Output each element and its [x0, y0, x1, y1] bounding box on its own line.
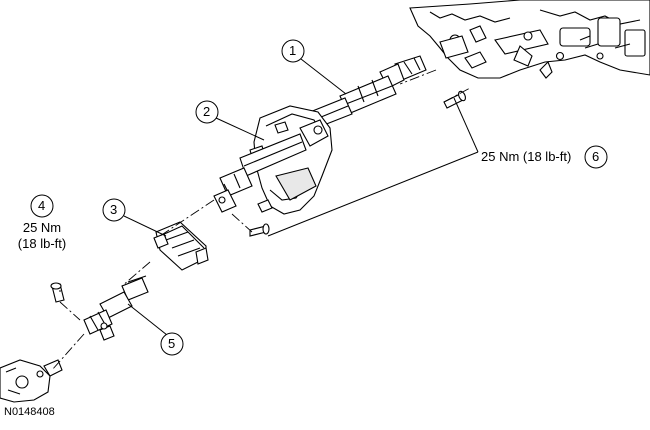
- bolt-item-4: [50, 282, 65, 303]
- steering-gear-input: [0, 359, 63, 403]
- torque-label-4: 25 Nm (18 lb-ft): [12, 220, 72, 252]
- bolt-lower: [249, 223, 270, 237]
- callout-circle-6: [584, 145, 608, 169]
- callout-circle-5: [160, 332, 184, 356]
- callout-circle-3: [102, 198, 126, 222]
- callout-circle-4: [30, 194, 54, 218]
- callout-number-4: 4: [38, 198, 46, 213]
- bolt-upper: [443, 90, 466, 109]
- middle-coupling: [153, 221, 209, 271]
- callout-number-6: 6: [592, 149, 600, 164]
- callout-circle-2: [195, 100, 219, 124]
- upper-intermediate-shaft: [299, 75, 397, 133]
- torque-label-4-nm: 25 Nm: [22, 220, 62, 235]
- callout-circle-1: [281, 39, 305, 63]
- callout-circles: [30, 39, 608, 356]
- centerline: [51, 69, 471, 371]
- torque-label-4-lbft: (18 lb-ft): [17, 236, 67, 251]
- column-housing-assembly: [409, 0, 650, 79]
- lower-intermediate-shaft: [83, 275, 149, 341]
- torque-label-6: 25 Nm (18 lb-ft): [481, 149, 572, 164]
- lower-universal-joint: [213, 133, 307, 213]
- leader-lines: [59, 58, 479, 336]
- callout-number-3: 3: [110, 202, 118, 217]
- figure-code: N0148408: [4, 406, 55, 418]
- callout-number-2: 2: [203, 104, 211, 119]
- callout-number-5: 5: [168, 336, 176, 351]
- callout-number-1: 1: [289, 43, 297, 58]
- steering-column-bracket: [249, 105, 333, 215]
